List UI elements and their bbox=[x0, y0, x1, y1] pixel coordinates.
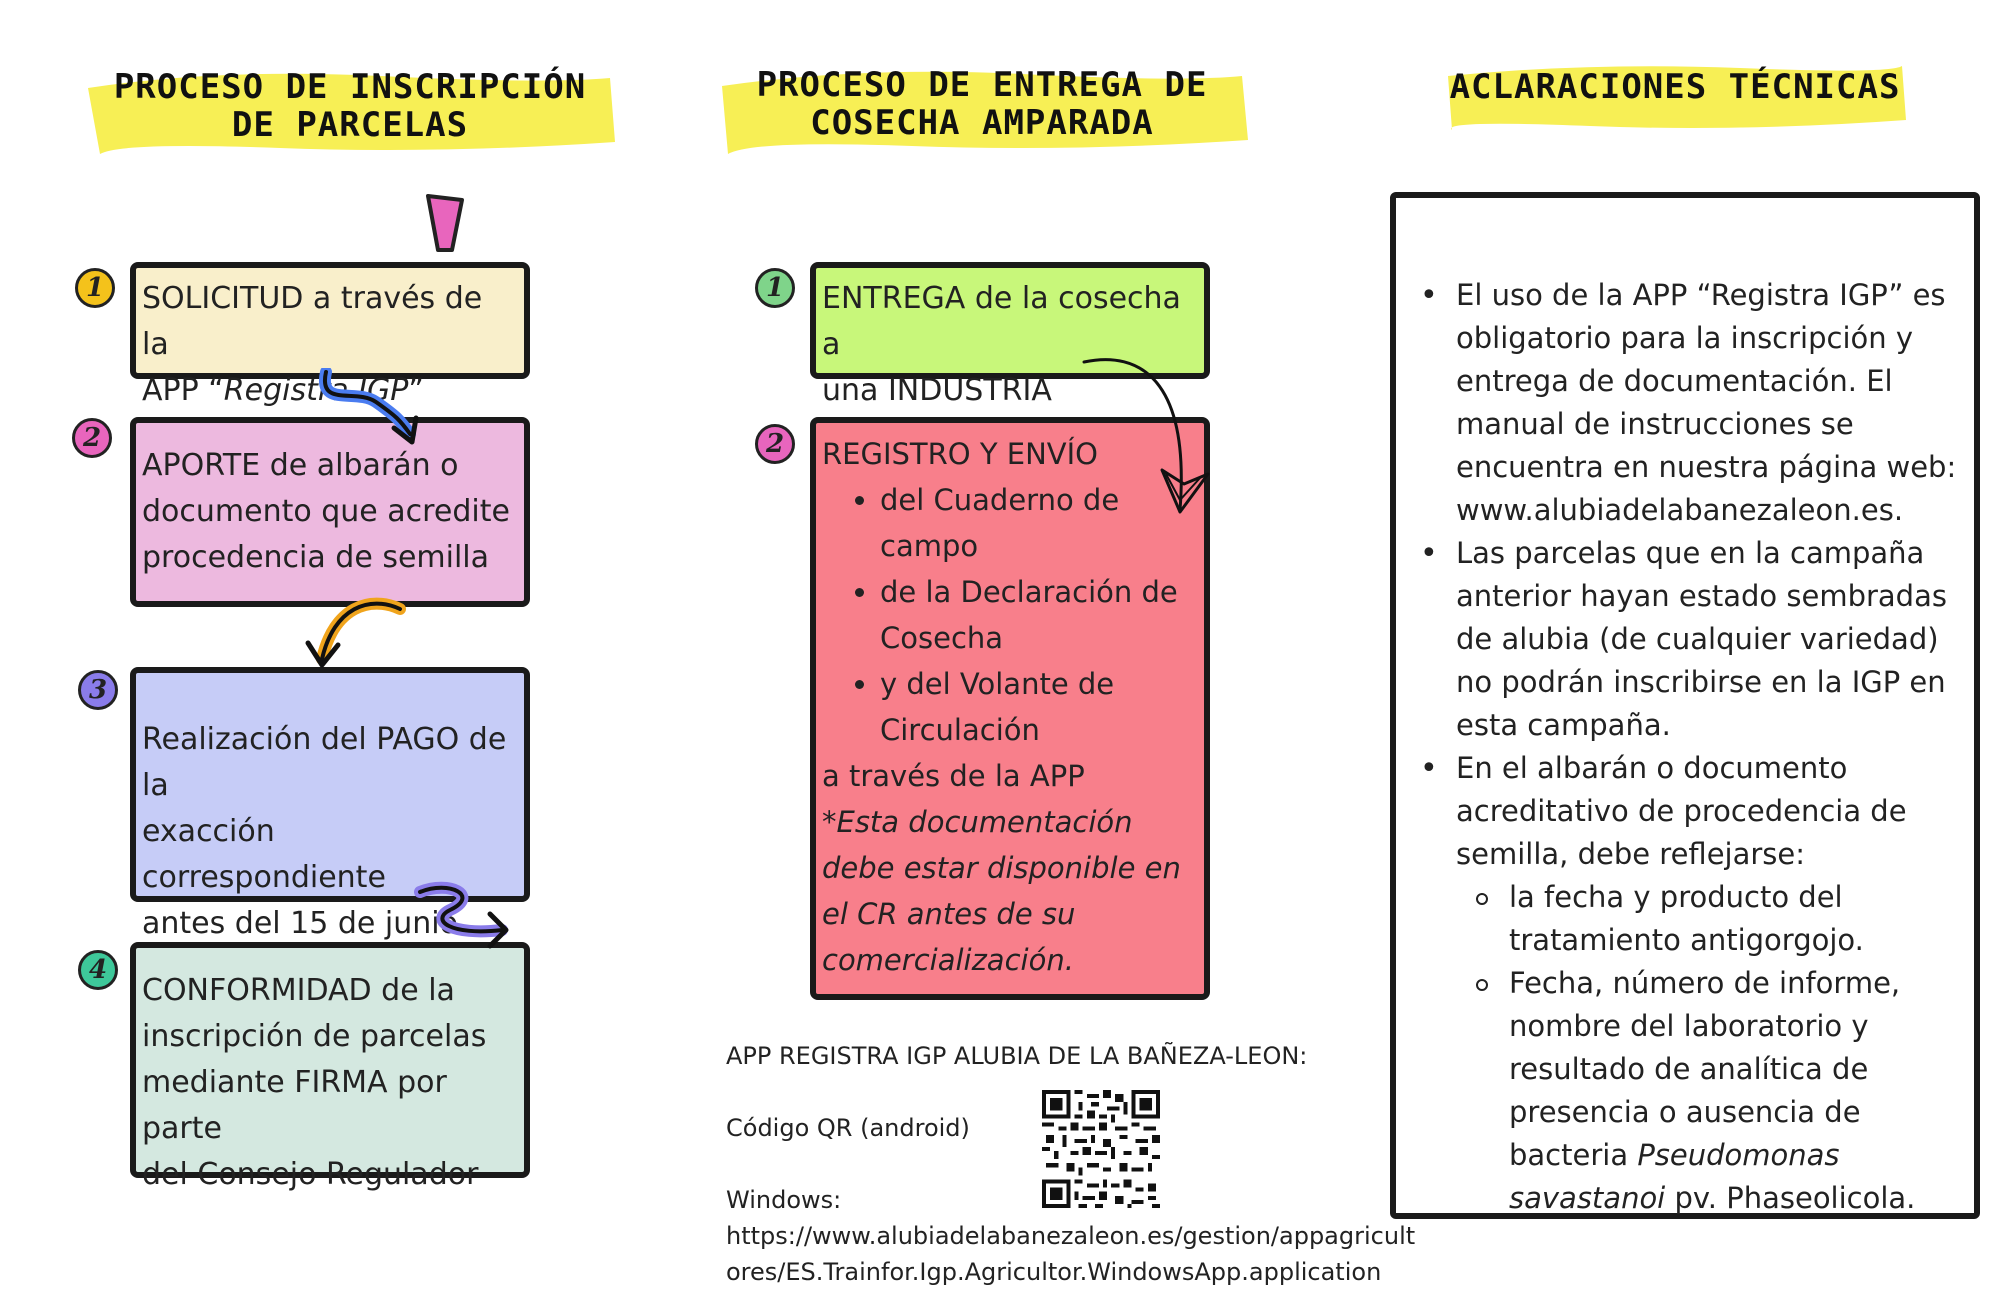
registration-step-1-line1: SOLICITUD a través de la bbox=[142, 281, 483, 362]
list-item: del Cuaderno de campo bbox=[880, 477, 1198, 569]
technical-subnote-1: la fecha y producto del tratamiento anti… bbox=[1396, 876, 1974, 962]
technical-notes-panel: El uso de la APP “Registra IGP” es oblig… bbox=[1390, 192, 1980, 1219]
registration-step-3-line2: exacción correspondiente bbox=[142, 814, 386, 895]
step-badge-3: 3 bbox=[78, 670, 118, 710]
registration-step-4: CONFORMIDAD de la inscripción de parcela… bbox=[130, 942, 530, 1192]
title-highlight-technical bbox=[1448, 66, 1906, 130]
windows-label: Windows: bbox=[726, 1186, 842, 1214]
registration-step-1: SOLICITUD a través de la APP “Registra I… bbox=[130, 262, 530, 408]
delivery-step-2: REGISTRO Y ENVÍO del Cuaderno de campo d… bbox=[810, 417, 1210, 1000]
technical-subnote-2-text: Fecha, número de informe, nombre del lab… bbox=[1509, 966, 1901, 1172]
note-asterisk: * bbox=[822, 805, 837, 839]
title-highlight-registration bbox=[88, 73, 615, 154]
delivery-badge-2: 2 bbox=[755, 424, 795, 464]
technical-note-2: Las parcelas que en la campaña anterior … bbox=[1396, 532, 1974, 747]
step-badge-4: 4 bbox=[78, 950, 118, 990]
title-delivery-line1: PROCESO DE ENTREGA DE bbox=[756, 65, 1208, 105]
registration-step-2-line2: documento que acredite bbox=[142, 494, 510, 529]
registration-step-1-suffix: ” bbox=[408, 373, 424, 408]
technical-subnote-2-tail: pv. Phaseolicola. bbox=[1665, 1181, 1916, 1215]
title-technical-text: ACLARACIONES TÉCNICAS bbox=[1449, 67, 1901, 107]
registration-step-2: APORTE de albarán o documento que acredi… bbox=[130, 417, 530, 607]
app-heading: APP REGISTRA IGP ALUBIA DE LA BAÑEZA-LEO… bbox=[726, 1042, 1308, 1070]
registration-step-3: Realización del PAGO de la exacción corr… bbox=[130, 667, 530, 941]
title-registration: PROCESO DE INSCRIPCIÓN DE PARCELAS bbox=[80, 68, 620, 144]
registration-step-1-line2: APP “Registra IGP” bbox=[142, 368, 518, 414]
qr-code-image[interactable] bbox=[1042, 1090, 1160, 1208]
technical-notes-list: El uso de la APP “Registra IGP” es oblig… bbox=[1396, 198, 1974, 1220]
title-delivery: PROCESO DE ENTREGA DE COSECHA AMPARADA bbox=[712, 66, 1252, 142]
registration-step-4-line4: del Consejo Regulador bbox=[142, 1157, 479, 1192]
title-highlight-delivery bbox=[722, 71, 1248, 154]
list-item: y del Volante de Circulación bbox=[880, 661, 1198, 753]
qr-label: Código QR (android) bbox=[726, 1114, 970, 1142]
registration-step-2-line1: APORTE de albarán o bbox=[142, 448, 459, 483]
technical-subnote-2-species: Pseudomonas savastanoi bbox=[1509, 1138, 1840, 1215]
registration-step-1-italic: Registra IGP bbox=[223, 373, 409, 408]
step-badge-1: 1 bbox=[75, 268, 115, 308]
delivery-badge-1: 1 bbox=[755, 268, 795, 308]
delivery-document-list: del Cuaderno de campo de la Declaración … bbox=[822, 477, 1198, 753]
registration-step-4-line1: CONFORMIDAD de la bbox=[142, 973, 455, 1008]
registration-step-4-line3: mediante FIRMA por parte bbox=[142, 1065, 447, 1146]
registration-step-3-line1: Realización del PAGO de la bbox=[142, 722, 507, 803]
title-technical: ACLARACIONES TÉCNICAS bbox=[1420, 68, 1930, 106]
delivery-step-1: ENTREGA de la cosecha a una INDUSTRIA IN… bbox=[810, 262, 1210, 454]
title-registration-line2: DE PARCELAS bbox=[231, 105, 469, 145]
registration-step-1-prefix: APP “ bbox=[142, 373, 224, 408]
registration-step-4-line2: inscripción de parcelas bbox=[142, 1019, 487, 1054]
title-delivery-line2: COSECHA AMPARADA bbox=[810, 103, 1154, 143]
windows-url-line1[interactable]: https://www.alubiadelabanezaleon.es/gest… bbox=[726, 1222, 1416, 1250]
title-registration-line1: PROCESO DE INSCRIPCIÓN bbox=[113, 67, 587, 107]
windows-url-line2[interactable]: ores/ES.Trainfor.Igp.Agricultor.WindowsA… bbox=[726, 1258, 1382, 1286]
delivery-step-2-via-app: a través de la APP bbox=[822, 759, 1085, 793]
technical-note-1: El uso de la APP “Registra IGP” es oblig… bbox=[1396, 274, 1974, 532]
registration-step-2-line3: procedencia de semilla bbox=[142, 540, 490, 575]
delivery-step-1-line1: ENTREGA de la cosecha a bbox=[822, 281, 1181, 362]
delivery-step-2-heading: REGISTRO Y ENVÍO bbox=[822, 437, 1098, 471]
delivery-step-2-note: *Esta documentación debe estar disponibl… bbox=[822, 799, 1198, 983]
list-item: de la Declaración de Cosecha bbox=[880, 569, 1198, 661]
step-badge-2: 2 bbox=[72, 418, 112, 458]
technical-subnote-2: Fecha, número de informe, nombre del lab… bbox=[1396, 962, 1974, 1220]
registration-step-3-line3: antes del 15 de junio bbox=[142, 906, 458, 941]
arrow-step2-to-step3-icon bbox=[305, 597, 406, 668]
note-italic-text: Esta documentación debe estar disponible… bbox=[822, 805, 1181, 977]
technical-note-3: En el albarán o documento acreditativo d… bbox=[1396, 747, 1974, 876]
